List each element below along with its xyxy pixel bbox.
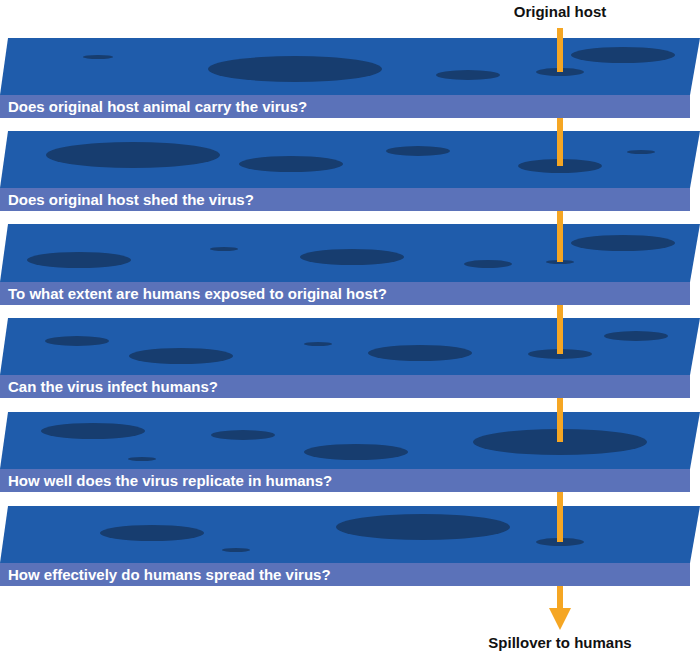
layer-hole bbox=[208, 56, 382, 82]
layer-top-face bbox=[0, 131, 700, 188]
layer-top-face bbox=[0, 318, 700, 375]
layer-top-face bbox=[0, 506, 700, 563]
layer-hole bbox=[368, 345, 472, 361]
layer-hole bbox=[627, 150, 655, 154]
layer-hole bbox=[604, 331, 668, 341]
layer-question: How well does the virus replicate in hum… bbox=[8, 472, 682, 490]
layer-top-face bbox=[0, 412, 700, 469]
layer-hole bbox=[304, 342, 332, 346]
layer-hole bbox=[27, 252, 131, 268]
layer-band: Does original host shed the virus? bbox=[0, 188, 690, 211]
layer-hole bbox=[336, 514, 510, 540]
pathway-arrow bbox=[557, 398, 563, 442]
layer-hole bbox=[100, 525, 204, 541]
layer-question: Can the virus infect humans? bbox=[8, 378, 682, 396]
layer-question: Does original host animal carry the viru… bbox=[8, 98, 682, 116]
layer-hole bbox=[46, 142, 220, 168]
layer-hole bbox=[128, 457, 156, 461]
layer-hole bbox=[211, 430, 275, 440]
pathway-arrow bbox=[557, 118, 563, 166]
layer-band: Can the virus infect humans? bbox=[0, 375, 690, 398]
layer-hole bbox=[210, 247, 238, 251]
layer-band: How effectively do humans spread the vir… bbox=[0, 563, 690, 586]
layer-question: Does original host shed the virus? bbox=[8, 191, 682, 209]
layer-hole bbox=[436, 70, 500, 80]
layer-hole bbox=[464, 260, 512, 268]
layer-hole bbox=[222, 548, 250, 552]
layer-hole bbox=[45, 336, 109, 346]
layer-hole bbox=[386, 146, 450, 156]
layer-hole bbox=[304, 444, 408, 460]
layer-hole bbox=[571, 47, 675, 63]
layer-hole bbox=[129, 348, 233, 364]
layer-hole bbox=[300, 249, 404, 265]
layer-hole bbox=[41, 423, 145, 439]
pathway-arrow bbox=[557, 305, 563, 354]
end-label: Spillover to humans bbox=[488, 634, 631, 652]
layer-band: Does original host animal carry the viru… bbox=[0, 95, 690, 118]
pathway-arrow bbox=[557, 492, 563, 542]
layer-hole bbox=[571, 235, 675, 251]
pathway-arrow bbox=[557, 28, 563, 72]
layer-top-face bbox=[0, 38, 700, 95]
layer-top-face bbox=[0, 224, 700, 282]
layer-question: To what extent are humans exposed to ori… bbox=[8, 285, 682, 303]
layer-band: How well does the virus replicate in hum… bbox=[0, 469, 690, 492]
pathway-arrow bbox=[557, 211, 563, 262]
layer-question: How effectively do humans spread the vir… bbox=[8, 566, 682, 584]
layer-band: To what extent are humans exposed to ori… bbox=[0, 282, 690, 305]
arrow-head bbox=[549, 608, 571, 630]
layer-hole bbox=[83, 55, 113, 59]
layer-hole bbox=[239, 156, 343, 172]
start-label: Original host bbox=[514, 3, 607, 21]
